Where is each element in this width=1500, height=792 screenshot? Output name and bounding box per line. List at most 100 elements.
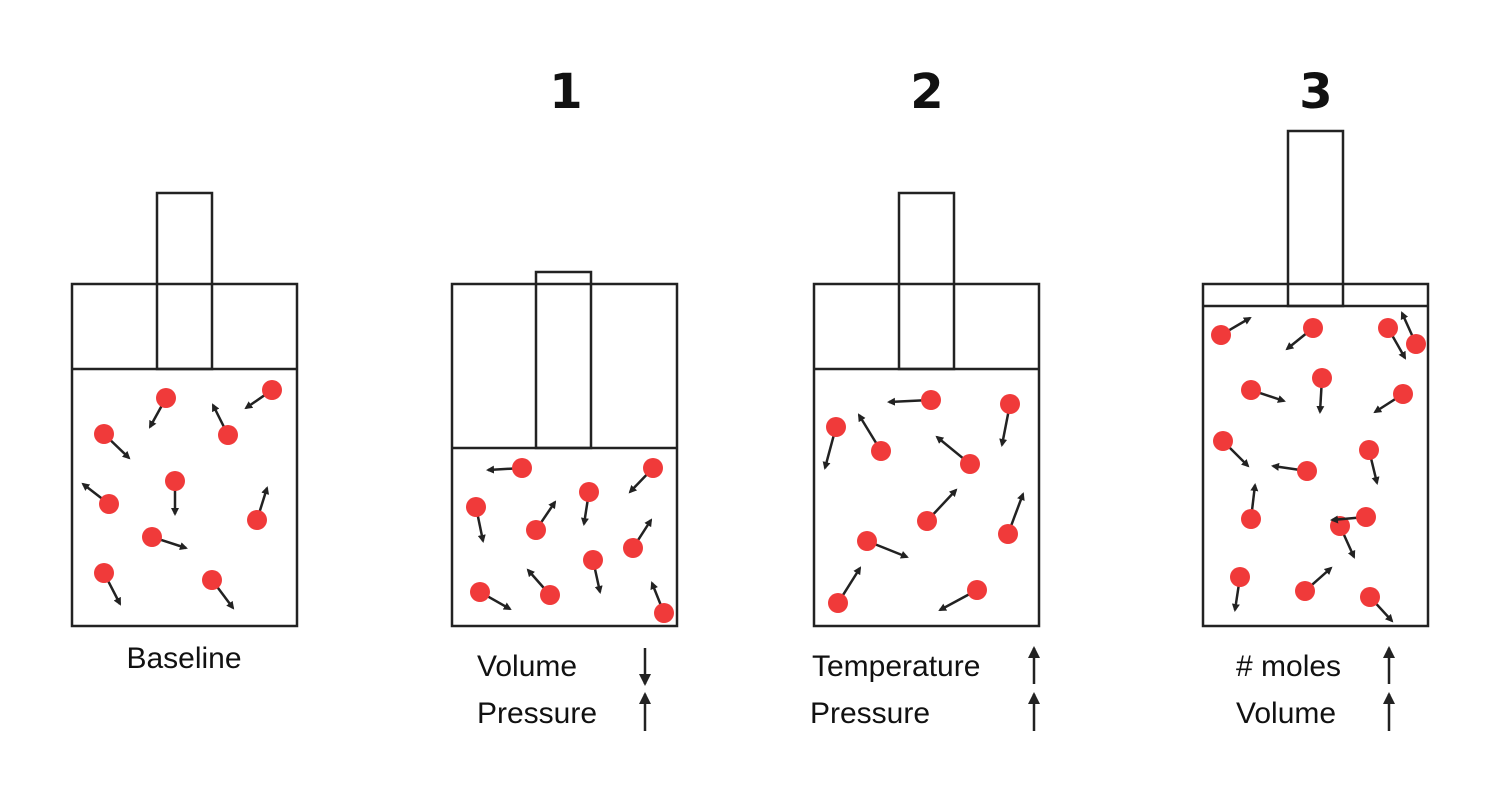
velocity-arrow-icon (105, 577, 122, 606)
particle-dot (1312, 368, 1332, 388)
velocity-arrow-icon (157, 537, 188, 550)
velocity-arrow-icon (1226, 444, 1250, 468)
velocity-arrow-icon (580, 497, 590, 526)
particle-dot (1241, 509, 1261, 529)
gas-particle-icon (935, 435, 980, 474)
velocity-arrow-icon (1373, 600, 1394, 623)
cylinder-panel-3 (1201, 129, 1430, 628)
particle-dot (1303, 318, 1323, 338)
direction-arrows (639, 646, 1395, 731)
velocity-arrow-icon (1285, 330, 1310, 351)
gas-particle-icon (1400, 311, 1426, 354)
particle-dot (1359, 440, 1379, 460)
panel-number-2: 2 (910, 64, 943, 120)
gas-particle-icon (1312, 368, 1332, 414)
row-label-p2-pressure: Pressure (810, 697, 930, 730)
particle-dot (1297, 461, 1317, 481)
particle-dot (156, 388, 176, 408)
particle-dot (871, 441, 891, 461)
particle-dot (921, 390, 941, 410)
velocity-arrow-icon (257, 486, 270, 515)
gas-particle-icon (857, 413, 891, 461)
cylinder-body (450, 282, 679, 628)
gas-particle-icon (822, 417, 846, 470)
gas-particle-icon (623, 518, 653, 558)
velocity-arrow-icon (628, 471, 650, 494)
gas-particle-icon (1360, 587, 1394, 623)
row-label-p1-volume: Volume (477, 650, 577, 683)
gas-particle-icon (526, 568, 560, 605)
caption-baseline: Baseline (126, 642, 241, 675)
particle-dot (526, 520, 546, 540)
gas-particle-icon (1378, 318, 1407, 360)
particle-dot (1230, 567, 1250, 587)
particle-dot (654, 603, 674, 623)
velocity-arrow-icon (526, 568, 547, 592)
velocity-arrow-icon (1389, 332, 1407, 360)
velocity-arrow-icon (486, 465, 517, 474)
particle-dot (142, 527, 162, 547)
velocity-arrow-icon (1225, 316, 1252, 334)
particle-dot (1406, 334, 1426, 354)
particle-dot (1393, 384, 1413, 404)
gas-particle-icon (1241, 483, 1261, 529)
velocity-arrow-icon (1373, 396, 1399, 414)
velocity-arrow-icon (840, 566, 862, 599)
particle-dot (470, 582, 490, 602)
velocity-arrow-icon (107, 437, 131, 460)
piston-rod (155, 191, 214, 371)
particle-dot (960, 454, 980, 474)
gas-particle-icon (247, 486, 270, 530)
gas-particle-icon (1271, 461, 1317, 481)
gas-particle-icon (579, 482, 599, 526)
particles (81, 380, 282, 610)
particles (466, 458, 674, 623)
particle-dot (857, 531, 877, 551)
particle-dot (94, 563, 114, 583)
gas-particle-icon (857, 531, 909, 559)
particle-dot (512, 458, 532, 478)
particles (822, 390, 1025, 613)
velocity-arrow-icon (214, 584, 235, 610)
velocity-arrow-icon (148, 402, 165, 429)
particle-dot (1241, 380, 1261, 400)
velocity-arrow-icon (593, 565, 603, 594)
velocity-arrow-icon (1008, 492, 1025, 529)
gas-particle-icon (1211, 316, 1252, 345)
velocity-arrow-icon (887, 397, 926, 406)
velocity-arrow-icon (635, 518, 653, 544)
gas-particle-icon (583, 550, 603, 594)
particle-dot (1356, 507, 1376, 527)
gas-particle-icon (1241, 380, 1286, 403)
velocity-arrow-icon (475, 512, 486, 543)
panel-number-3: 3 (1299, 64, 1332, 120)
velocity-arrow-icon (538, 500, 557, 526)
particle-dot (1295, 581, 1315, 601)
gas-particle-icon (1359, 440, 1380, 485)
particle-dot (826, 417, 846, 437)
panel-number-1: 1 (549, 64, 582, 120)
particle-dot (466, 497, 486, 517)
particle-dot (623, 538, 643, 558)
particles (1211, 311, 1426, 623)
velocity-arrow-icon (1231, 582, 1241, 612)
particle-dot (1000, 394, 1020, 414)
particle-dot (583, 550, 603, 570)
gas-particle-icon (1285, 318, 1323, 351)
particle-dot (262, 380, 282, 400)
particle-dot (99, 494, 119, 514)
gas-particle-icon (650, 581, 674, 623)
velocity-arrow-icon (1400, 311, 1415, 340)
velocity-arrow-icon (857, 413, 879, 447)
particle-dot (998, 524, 1018, 544)
particle-dot (165, 471, 185, 491)
gas-particle-icon (148, 388, 176, 429)
velocity-arrow-icon (872, 542, 909, 559)
gas-particle-icon (165, 471, 185, 516)
gas-particle-icon (917, 488, 958, 531)
velocity-arrow-icon (211, 403, 227, 431)
gas-particle-icon (1230, 567, 1250, 612)
gas-particle-icon (142, 527, 188, 550)
particle-dot (1211, 325, 1231, 345)
